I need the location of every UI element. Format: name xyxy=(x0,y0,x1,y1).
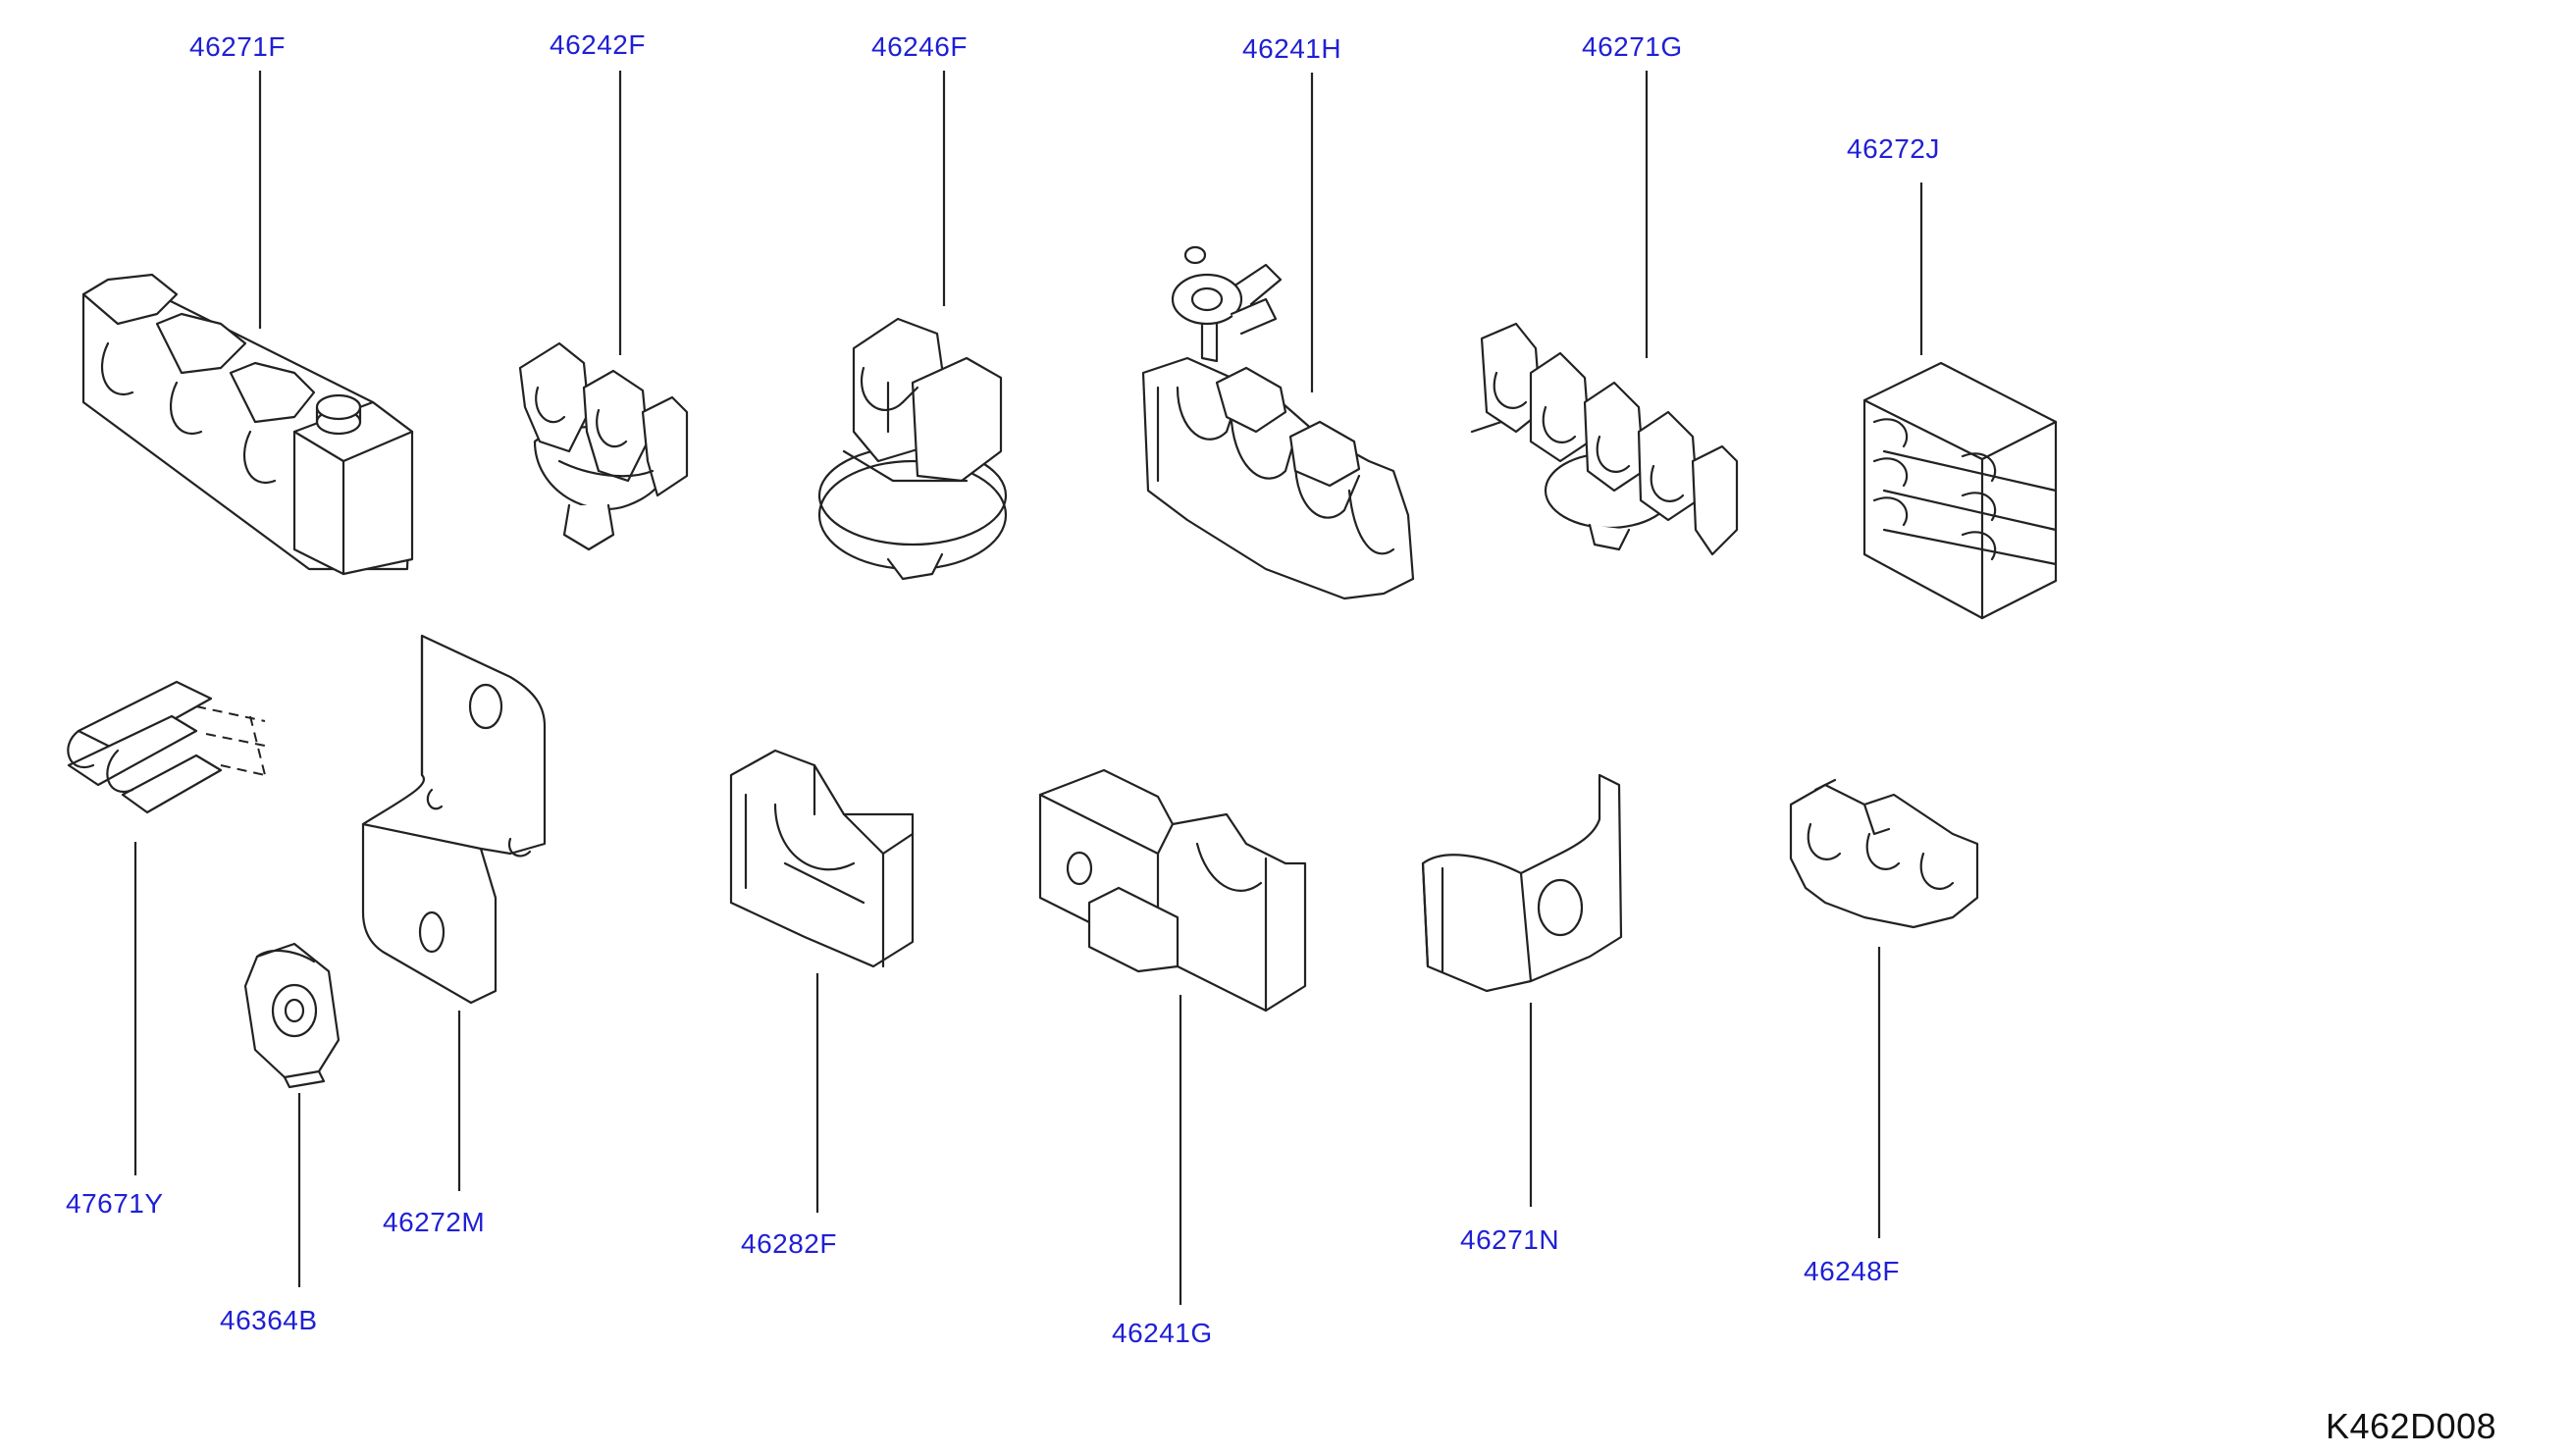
part-label-46241G[interactable]: 46241G xyxy=(1112,1318,1213,1348)
part-46364B-drawing xyxy=(243,942,341,1089)
part-label-46282F[interactable]: 46282F xyxy=(741,1228,837,1259)
diagram-code: K462D008 xyxy=(2326,1406,2497,1446)
leader-lines xyxy=(133,71,1923,1305)
part-46271G-drawing xyxy=(1470,322,1739,556)
part-46242F-drawing xyxy=(518,341,689,551)
part-46272M-drawing xyxy=(361,634,547,1005)
part-label-46242F[interactable]: 46242F xyxy=(550,29,646,60)
part-46271F-drawing xyxy=(81,273,414,576)
part-46246F-drawing xyxy=(817,317,1008,581)
part-label-46272J[interactable]: 46272J xyxy=(1847,133,1940,164)
part-label-46248F[interactable]: 46248F xyxy=(1804,1256,1900,1286)
part-46272J-drawing xyxy=(1862,361,2058,620)
part-46248F-drawing xyxy=(1789,778,1979,929)
part-label-46241H[interactable]: 46241H xyxy=(1242,33,1342,64)
part-label-47671Y[interactable]: 47671Y xyxy=(66,1188,164,1219)
part-46271N-drawing xyxy=(1421,773,1623,993)
part-label-46272M[interactable]: 46272M xyxy=(383,1207,486,1237)
part-label-46271F[interactable]: 46271F xyxy=(189,31,286,62)
part-46282F-drawing xyxy=(729,749,915,968)
part-47671Y-drawing xyxy=(67,680,266,814)
part-label-46271G[interactable]: 46271G xyxy=(1582,31,1683,62)
part-label-46271N[interactable]: 46271N xyxy=(1460,1224,1560,1255)
part-46241G-drawing xyxy=(1038,768,1307,1013)
part-label-46246F[interactable]: 46246F xyxy=(871,31,968,62)
part-label-46364B[interactable]: 46364B xyxy=(220,1305,318,1335)
part-46241H-drawing xyxy=(1141,245,1415,600)
